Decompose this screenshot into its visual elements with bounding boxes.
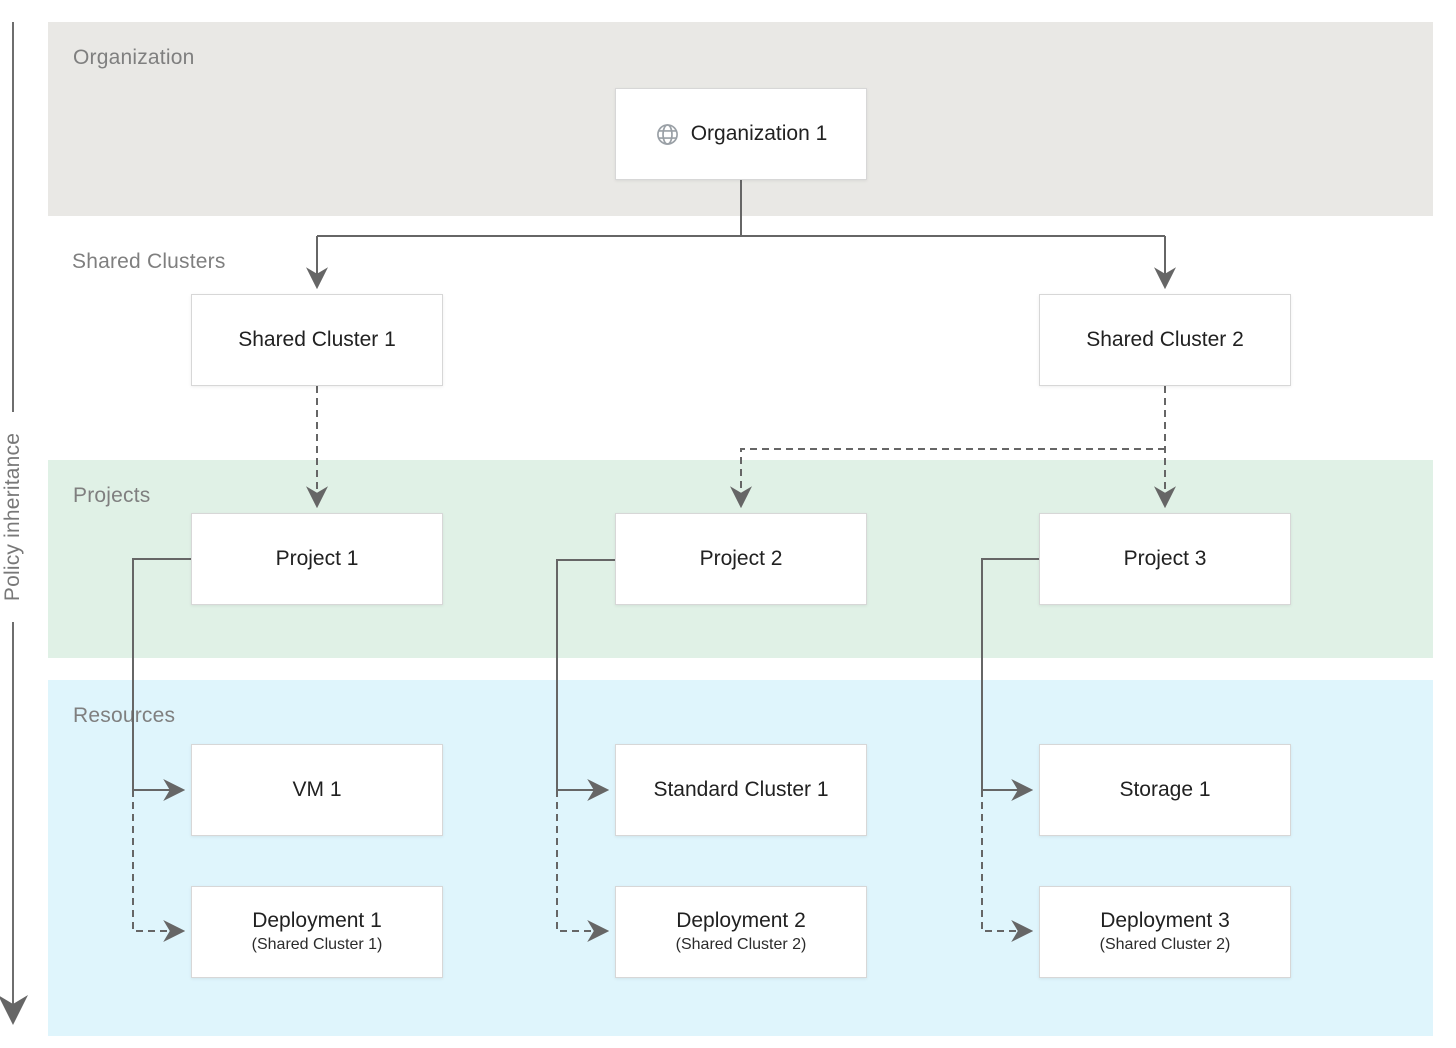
project-1-node: Project 1 (191, 513, 443, 605)
storage-1-node: Storage 1 (1039, 744, 1291, 836)
deployment-1-node: Deployment 1 (Shared Cluster 1) (191, 886, 443, 978)
node-label: Storage 1 (1119, 778, 1211, 802)
policy-inheritance-axis-label: Policy inheritance (1, 432, 24, 602)
projects-band-label: Projects (73, 484, 151, 507)
organization-1-node: Organization 1 (615, 88, 867, 180)
node-label: Standard Cluster 1 (653, 778, 829, 802)
node-label: Shared Cluster 2 (1086, 328, 1244, 352)
standard-cluster-1-node: Standard Cluster 1 (615, 744, 867, 836)
node-label: VM 1 (292, 778, 342, 802)
vm-1-node: VM 1 (191, 744, 443, 836)
node-label: Deployment 2 (676, 909, 806, 932)
deployment-2-node: Deployment 2 (Shared Cluster 2) (615, 886, 867, 978)
node-label: Project 1 (275, 547, 359, 571)
shared-cluster-1-node: Shared Cluster 1 (191, 294, 443, 386)
node-label: Deployment 3 (1100, 909, 1230, 932)
deployment-3-node: Deployment 3 (Shared Cluster 2) (1039, 886, 1291, 978)
node-sublabel: (Shared Cluster 1) (251, 936, 383, 954)
shared-clusters-band-label: Shared Clusters (72, 250, 226, 273)
node-sublabel: (Shared Cluster 2) (675, 936, 807, 954)
globe-icon (655, 122, 680, 147)
resources-band-label: Resources (73, 704, 176, 727)
project-3-node: Project 3 (1039, 513, 1291, 605)
shared-cluster-2-node: Shared Cluster 2 (1039, 294, 1291, 386)
project-2-node: Project 2 (615, 513, 867, 605)
node-label: Organization 1 (690, 122, 828, 146)
node-label: Deployment 1 (252, 909, 382, 932)
node-sublabel: (Shared Cluster 2) (1099, 936, 1231, 954)
resources-band: Resources (48, 680, 1433, 1036)
organization-band-label: Organization (73, 46, 195, 69)
node-label: Project 3 (1123, 547, 1207, 571)
node-label: Project 2 (699, 547, 783, 571)
node-label: Shared Cluster 1 (238, 328, 396, 352)
